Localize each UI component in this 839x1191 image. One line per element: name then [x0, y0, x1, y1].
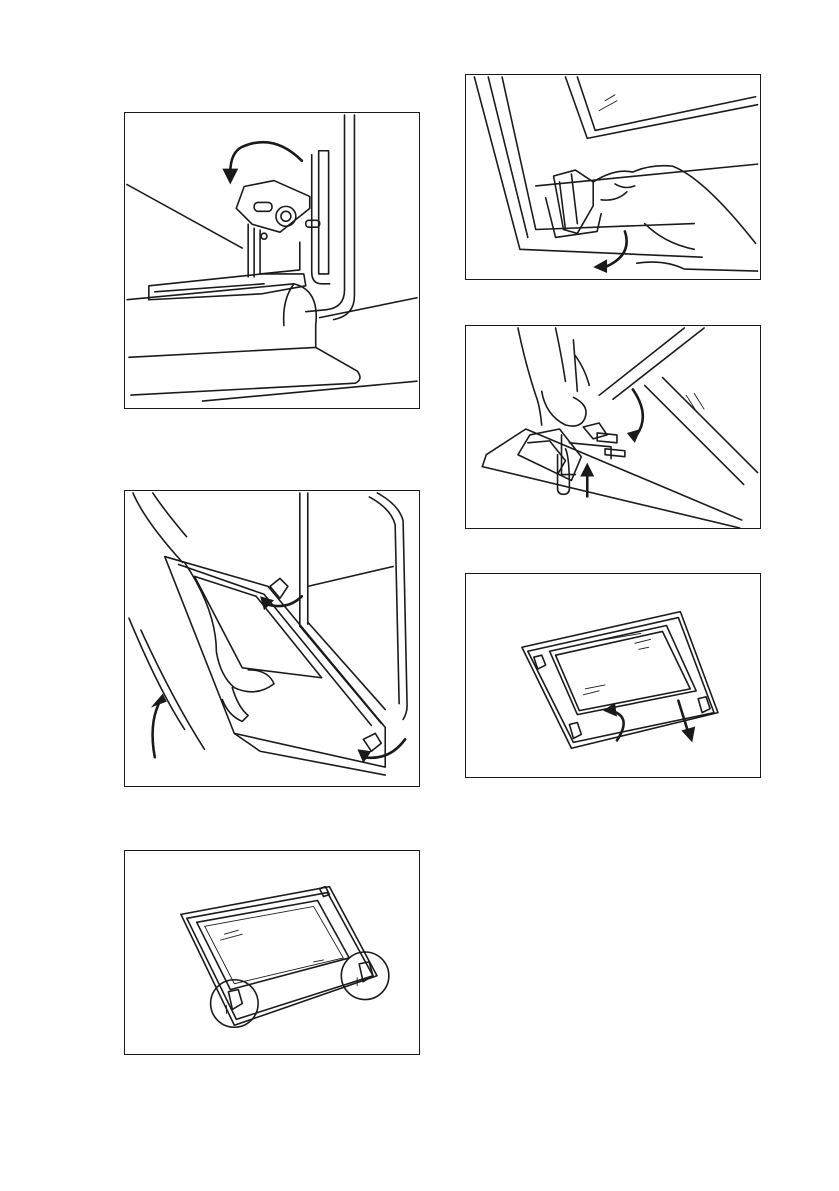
- figure-push-clip: [465, 325, 761, 529]
- hinge-lever-rotate-illustration: [125, 113, 419, 408]
- door-on-flat-surface-illustration: [125, 851, 419, 1054]
- figure-door-flat-hinges: [124, 850, 420, 1055]
- figure-hinge-lever: [124, 112, 420, 409]
- figure-release-clip: [465, 74, 761, 280]
- lift-door-off-hinges-illustration: [125, 491, 419, 786]
- figure-remove-panel: [465, 573, 761, 778]
- figure-door-lift: [124, 490, 420, 787]
- release-hinge-clip-illustration: [466, 75, 760, 279]
- push-clip-upward-illustration: [466, 326, 760, 528]
- pull-glass-panel-out-illustration: [466, 574, 760, 777]
